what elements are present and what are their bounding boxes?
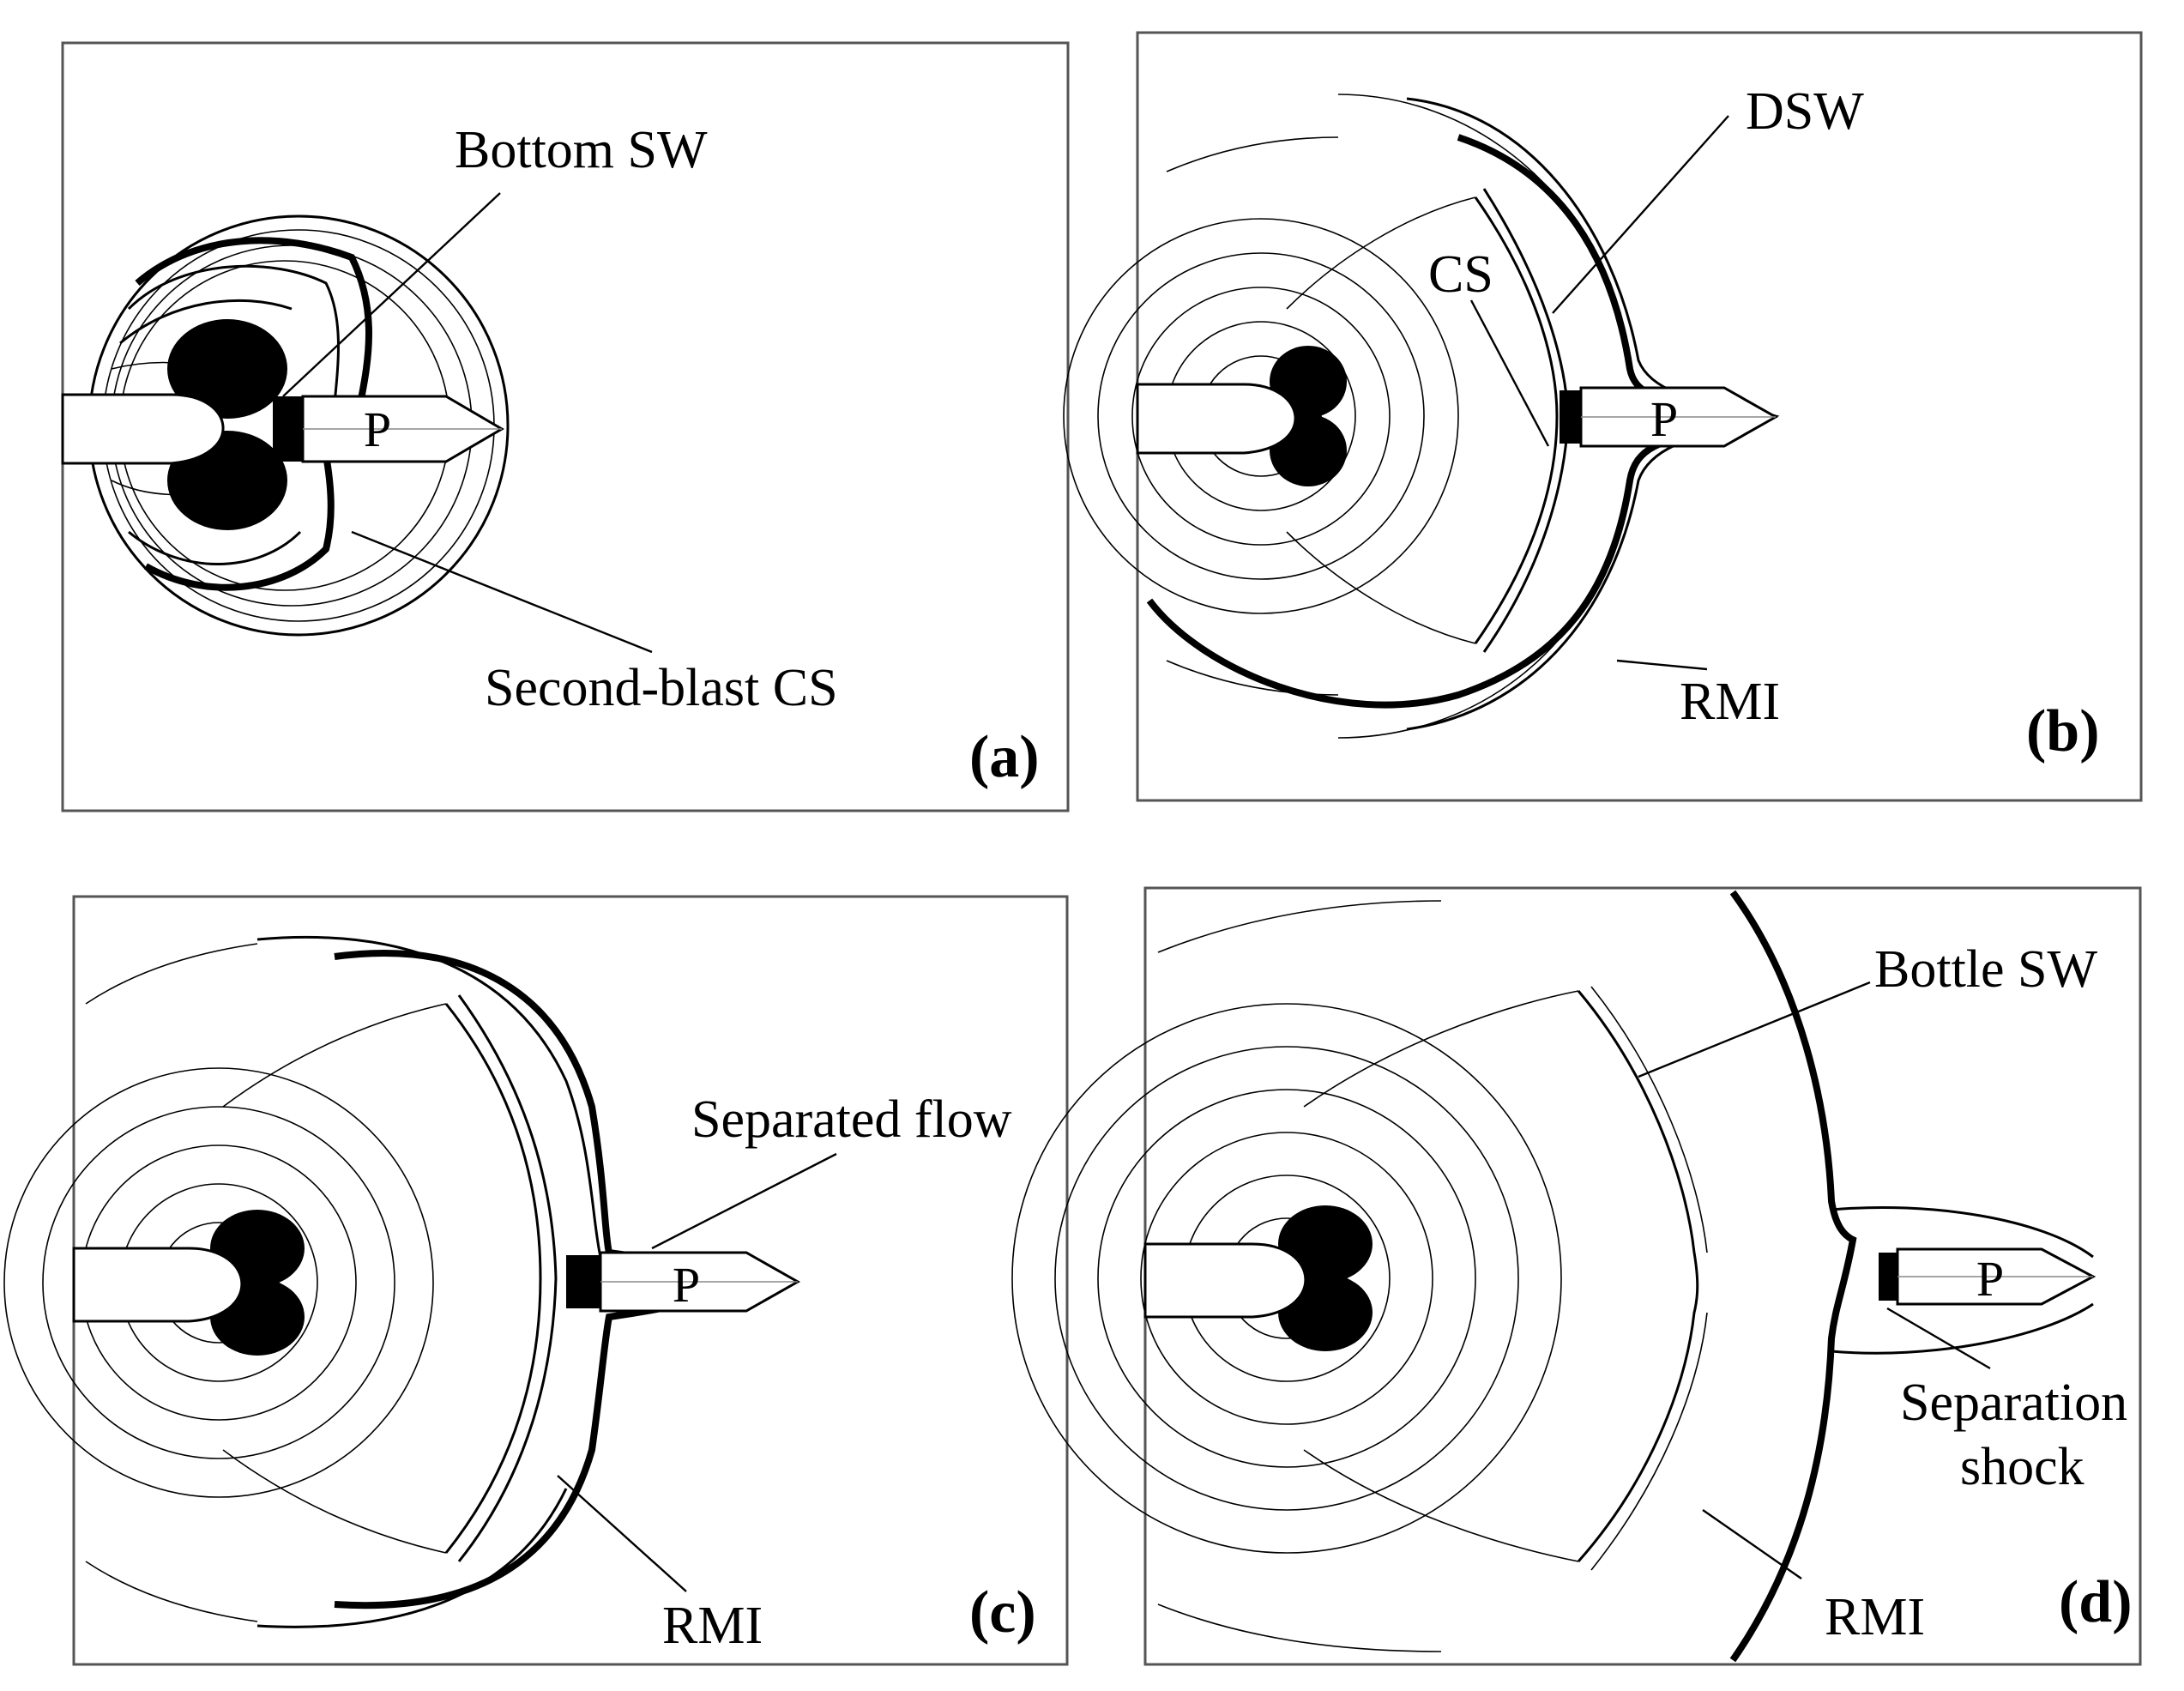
leader-bottle-sw [1638, 981, 1871, 1078]
projectile-c: P [566, 1251, 801, 1313]
contour-field-d [1011, 890, 2094, 1663]
panel-d: P Bottle SW Separation shock RMI (d) [1011, 886, 2142, 1666]
annotation-rmi-c: RMI [662, 1597, 763, 1655]
annotation-shock: shock [1960, 1438, 2084, 1496]
projectile-d: P [1879, 1247, 2097, 1307]
projectile-label-a: P [364, 402, 391, 457]
annotation-separated-flow: Separated flow [691, 1090, 1012, 1149]
annotation-rmi-b: RMI [1680, 673, 1780, 731]
annotation-rmi-d: RMI [1825, 1588, 1925, 1646]
leader-bottom-sw [282, 192, 501, 397]
panel-tag-b: (b) [2026, 698, 2100, 764]
launch-tube-b [1136, 383, 1297, 455]
panel-tag-d: (d) [2059, 1569, 2133, 1635]
panel-c: P Separated flow RMI (c) [3, 895, 1069, 1666]
leader-rmi-d [1702, 1509, 1802, 1579]
leader-dsw [1552, 115, 1729, 314]
launch-tube-c [72, 1247, 244, 1323]
panel-b: P DSW CS RMI (b) [1063, 31, 2143, 802]
panel-a: P Bottom SW Second-blast CS (a) [61, 41, 1070, 812]
leader-cs [1469, 299, 1550, 447]
leader-rmi-c [557, 1475, 687, 1592]
annotation-second-blast-cs: Second-blast CS [485, 659, 838, 717]
leader-separation-shock [1886, 1307, 1991, 1370]
launch-tube-a [61, 393, 225, 465]
leader-rmi-b [1616, 659, 1708, 671]
contour-field-a [87, 214, 510, 637]
annotation-cs: CS [1428, 245, 1493, 304]
projectile-b: P [1560, 386, 1779, 448]
panel-a-frame [61, 41, 1070, 812]
annotation-bottle-sw: Bottle SW [1874, 940, 2098, 999]
projectile-a: P [273, 395, 504, 463]
leader-separated-flow [651, 1152, 837, 1250]
annotation-bottom-sw: Bottom SW [455, 121, 708, 179]
annotation-dsw: DSW [1746, 82, 1864, 141]
projectile-label-b: P [1650, 391, 1678, 447]
leader-second-blast-cs [351, 530, 653, 654]
panel-tag-c: (c) [969, 1579, 1036, 1646]
launch-tube-d [1143, 1242, 1307, 1319]
annotation-separation: Separation [1900, 1374, 2127, 1432]
panel-tag-a: (a) [969, 724, 1040, 790]
projectile-label-d: P [1976, 1251, 2004, 1307]
projectile-label-c: P [673, 1257, 700, 1313]
